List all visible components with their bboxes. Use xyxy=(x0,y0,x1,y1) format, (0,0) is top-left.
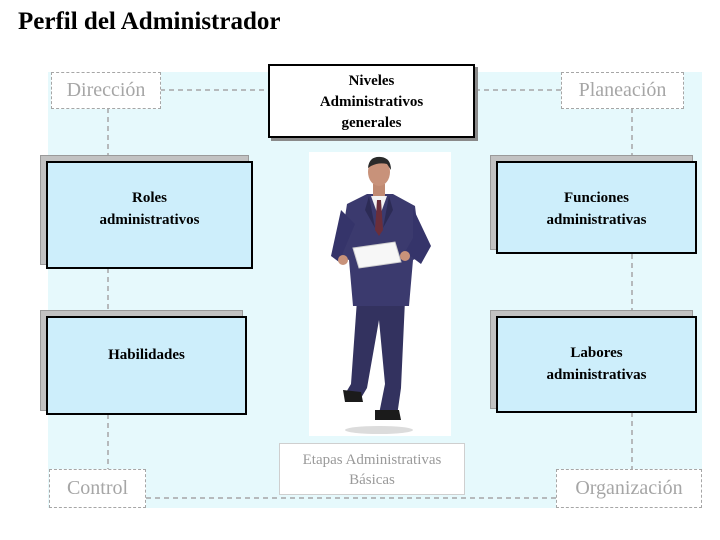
labores-administrativas-box: Labores administrativas xyxy=(496,316,697,413)
funciones-line-1: Funciones xyxy=(563,190,629,206)
stage-organizacion: Organización xyxy=(556,469,702,508)
businessman-icon xyxy=(331,156,431,434)
etapas-administrativas-box: Etapas Administrativas Básicas xyxy=(279,443,465,495)
labores-line-1: Labores xyxy=(570,345,623,361)
stage-planeacion: Planeación xyxy=(561,72,684,109)
page-title: Perfil del Administrador xyxy=(18,8,281,35)
roles-line-2: administrativos xyxy=(99,212,200,228)
roles-administrativos-box: Roles administrativos xyxy=(46,161,253,269)
habilidades-box: Habilidades xyxy=(46,316,247,415)
etapas-line-2: Básicas xyxy=(349,472,395,488)
habilidades-label: Habilidades xyxy=(108,347,185,363)
labores-line-2: administrativas xyxy=(546,367,647,383)
niveles-line-1: Niveles xyxy=(348,73,395,89)
niveles-administrativos-box: Niveles Administrativos generales xyxy=(268,64,475,138)
roles-line-1: Roles xyxy=(132,190,167,206)
businessman-image xyxy=(309,152,451,436)
etapas-line-1: Etapas Administrativas xyxy=(302,452,442,468)
funciones-administrativas-box: Funciones administrativas xyxy=(496,161,697,254)
funciones-line-2: administrativas xyxy=(546,212,647,228)
stage-direccion: Dirección xyxy=(51,72,161,109)
stage-control: Control xyxy=(49,469,146,508)
niveles-line-3: generales xyxy=(341,115,402,131)
niveles-line-2: Administrativos xyxy=(319,94,424,110)
